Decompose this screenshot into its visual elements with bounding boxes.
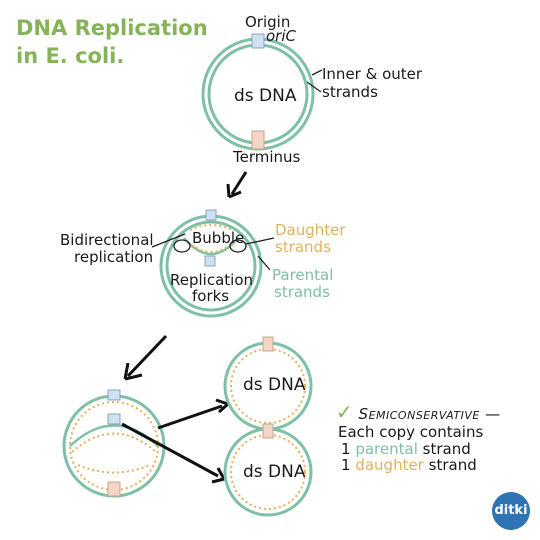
daughter-strand [71,432,157,453]
parental-label-2: strands [274,283,330,301]
semiconservative-label: Semiconservative — [358,405,501,423]
origin-box [251,33,265,49]
plasmid-3 [62,389,166,498]
copy-line-3: 1 daughter strand [341,457,477,474]
bidirectional-label-1: Bidirectional [60,231,154,249]
copy-line-2-end: strand [422,440,471,458]
parental-label-1: Parental [272,266,334,284]
daughter-label-1: Daughter [275,221,346,239]
leader-line [151,233,186,248]
daughter-label-2: strands [275,238,331,256]
terminus-box [262,423,274,439]
terminus-label: Terminus [233,148,301,166]
arrow-4 [121,422,226,484]
daughter-strand [189,224,233,231]
leader-line [311,69,323,76]
leader-line [245,237,275,245]
ds-dna-label: ds DNA [234,86,297,106]
terminus-box [107,481,121,497]
copy-line-1: Each copy contains [338,423,484,441]
copy-line-2-word: parental [355,440,418,458]
plasmid-2 [151,209,275,318]
daughter-strand [77,464,151,474]
arrow-1 [226,171,248,199]
ds-dna-bottom-label: ds DNA [243,462,306,482]
inner-outer-label-2: strands [322,83,378,101]
copy-line-3-end: strand [428,456,477,474]
origin-label: Origin [245,13,291,31]
origin-box [205,209,217,221]
oric-label: oriC [266,27,296,45]
leader-line [257,255,271,271]
bubble-label: Bubble [192,229,245,247]
terminus-box [251,130,265,150]
daughter-strand [230,434,306,510]
ditki-logo: ditki [492,492,530,530]
daughter-strand [230,348,306,424]
arrow-2 [123,334,168,381]
diagram-title: DNA Replication in E. coli. [16,14,208,70]
copy-line-3-word: daughter [355,456,424,474]
title-line-1: DNA Replication [16,16,208,40]
daughter-copy-2 [223,423,313,517]
origin-box [107,389,121,401]
origin-box [204,255,216,267]
ds-dna-top-label: ds DNA [243,375,306,395]
terminus-box [262,336,274,352]
arrow-3 [157,398,229,430]
outer-strand [62,394,166,498]
inner-strand [165,220,257,312]
copy-line-3-num: 1 [341,456,351,474]
semiconservative-heading: ✓ Semiconservative — [336,400,501,424]
inner-outer-label-1: Inner & outer [322,65,423,83]
copy-line-2: 1 parental strand [341,441,471,458]
origin-box [107,413,121,425]
bidirectional-label-2: replication [74,248,154,266]
copy-line-2-num: 1 [341,440,351,458]
fork-label-1: Replication [170,271,254,289]
check-icon: ✓ [336,400,354,424]
leader-line [306,81,322,93]
title-line-2: in E. coli. [16,44,125,68]
fork-label-2: forks [192,287,230,305]
plasmid-1 [201,33,323,151]
fork-circle [173,239,191,253]
fork-circle [229,239,247,253]
